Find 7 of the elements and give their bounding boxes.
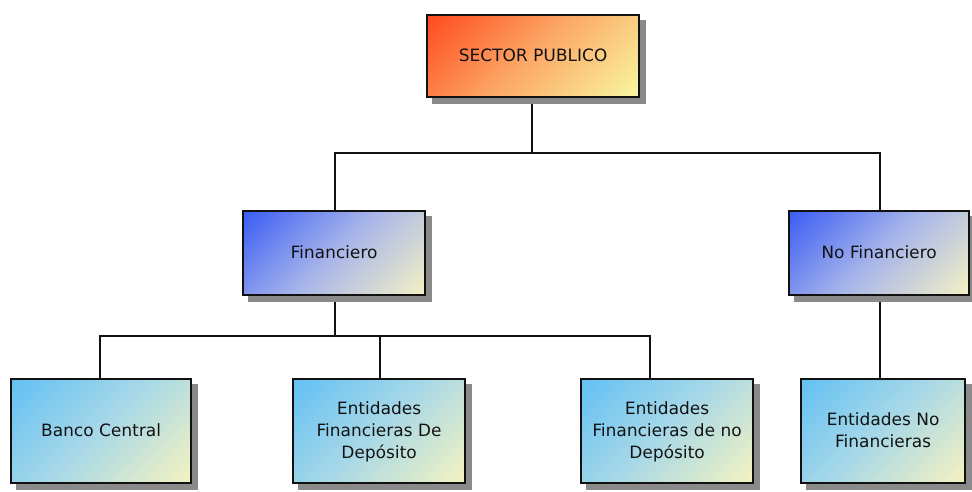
box-label: SECTOR PUBLICO [458,44,608,68]
box-label: No Financiero [821,242,937,264]
box-label: Banco Central [41,420,161,442]
box-label: Entidades Financieras de no Depósito [591,398,743,464]
box-label: Financiero [290,242,378,264]
box-label: Entidades Financieras De Depósito [316,398,442,464]
box-label: Entidades No Financieras [826,408,940,454]
